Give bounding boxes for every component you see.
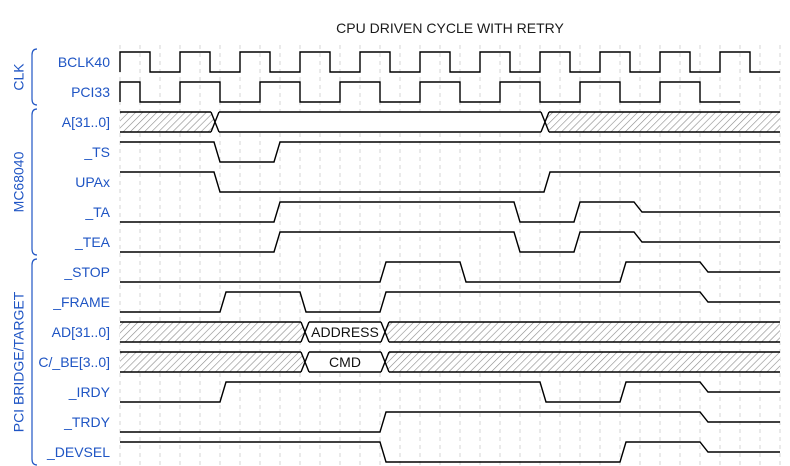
signal-trace bbox=[120, 441, 780, 463]
group-label: MC68040 bbox=[11, 151, 27, 212]
signal-label-stop: _STOP bbox=[63, 264, 110, 280]
wave-ad-31-0: ADDRESS bbox=[120, 321, 780, 343]
wave-trdy bbox=[120, 411, 780, 433]
signal-label-tea: _TEA bbox=[74, 234, 111, 250]
group-brace bbox=[31, 48, 38, 106]
wave-pci33 bbox=[119, 81, 740, 103]
signal-label-a-31-0: A[31..0] bbox=[62, 114, 110, 130]
signal-label-c-be-3-0: C/_BE[3..0] bbox=[38, 354, 110, 370]
signal-label-pci33: PCI33 bbox=[71, 84, 110, 100]
bus-valid-region bbox=[305, 352, 385, 372]
waveforms: ADDRESS CMD bbox=[119, 51, 780, 463]
signal-trace bbox=[120, 141, 780, 163]
bus-invalid-region bbox=[120, 112, 215, 132]
grid bbox=[119, 45, 781, 466]
group-label: CLK bbox=[11, 63, 27, 91]
group-label: PCI BRIDGE/TARGET bbox=[11, 291, 27, 432]
bus-invalid-region bbox=[120, 352, 305, 372]
bus-invalid-region bbox=[385, 322, 780, 342]
signal-trace bbox=[120, 291, 780, 313]
clock-trace bbox=[119, 51, 780, 73]
group-clk: CLK bbox=[11, 48, 38, 106]
bus-valid-region bbox=[305, 322, 385, 342]
bus-outline bbox=[214, 111, 546, 133]
signal-label-trdy: _TRDY bbox=[63, 414, 111, 430]
group-brace bbox=[31, 108, 38, 256]
bus-invalid-region bbox=[120, 322, 305, 342]
signal-trace bbox=[120, 231, 780, 253]
wave-ts bbox=[120, 141, 780, 163]
wave-irdy bbox=[120, 381, 780, 403]
wave-stop bbox=[120, 261, 780, 283]
signal-label-frame: _FRAME bbox=[52, 294, 110, 310]
signal-trace bbox=[120, 201, 780, 223]
clock-trace bbox=[119, 81, 740, 103]
bus-outline bbox=[384, 351, 780, 373]
bus-value-label: ADDRESS bbox=[311, 324, 379, 340]
wave-a-31-0 bbox=[120, 111, 780, 133]
signal-label-upax: UPAx bbox=[75, 174, 110, 190]
bus-invalid-region bbox=[545, 112, 780, 132]
bus-outline bbox=[384, 321, 780, 343]
bus-outline bbox=[304, 321, 386, 343]
signal-label-bclk40: BCLK40 bbox=[58, 54, 110, 70]
signal-trace bbox=[120, 171, 780, 193]
wave-tea bbox=[120, 231, 780, 253]
signal-label-irdy: _IRDY bbox=[68, 384, 111, 400]
wave-upax bbox=[120, 171, 780, 193]
wave-frame bbox=[120, 291, 780, 313]
signal-trace bbox=[120, 261, 780, 283]
bus-outline bbox=[544, 111, 780, 133]
group-pci-bridge-target: PCI BRIDGE/TARGET bbox=[11, 258, 38, 466]
group-mc68040: MC68040 bbox=[11, 108, 38, 256]
signal-trace bbox=[120, 381, 780, 403]
bus-invalid-region bbox=[385, 352, 780, 372]
signal-label-ad-31-0: AD[31..0] bbox=[52, 324, 110, 340]
bus-value-label: CMD bbox=[329, 354, 361, 370]
group-brace bbox=[31, 258, 38, 466]
wave-ta bbox=[120, 201, 780, 223]
signal-label-ta: _TA bbox=[84, 204, 110, 220]
wave-bclk40 bbox=[119, 51, 780, 73]
signal-label-devsel: _DEVSEL bbox=[46, 444, 110, 460]
signal-label-ts: _TS bbox=[83, 144, 110, 160]
wave-devsel bbox=[120, 441, 780, 463]
wave-c-be-3-0: CMD bbox=[120, 351, 780, 373]
bus-outline bbox=[304, 351, 386, 373]
bus-valid-region bbox=[215, 112, 545, 132]
diagram-title: CPU DRIVEN CYCLE WITH RETRY bbox=[336, 20, 564, 36]
signal-trace bbox=[120, 411, 780, 433]
